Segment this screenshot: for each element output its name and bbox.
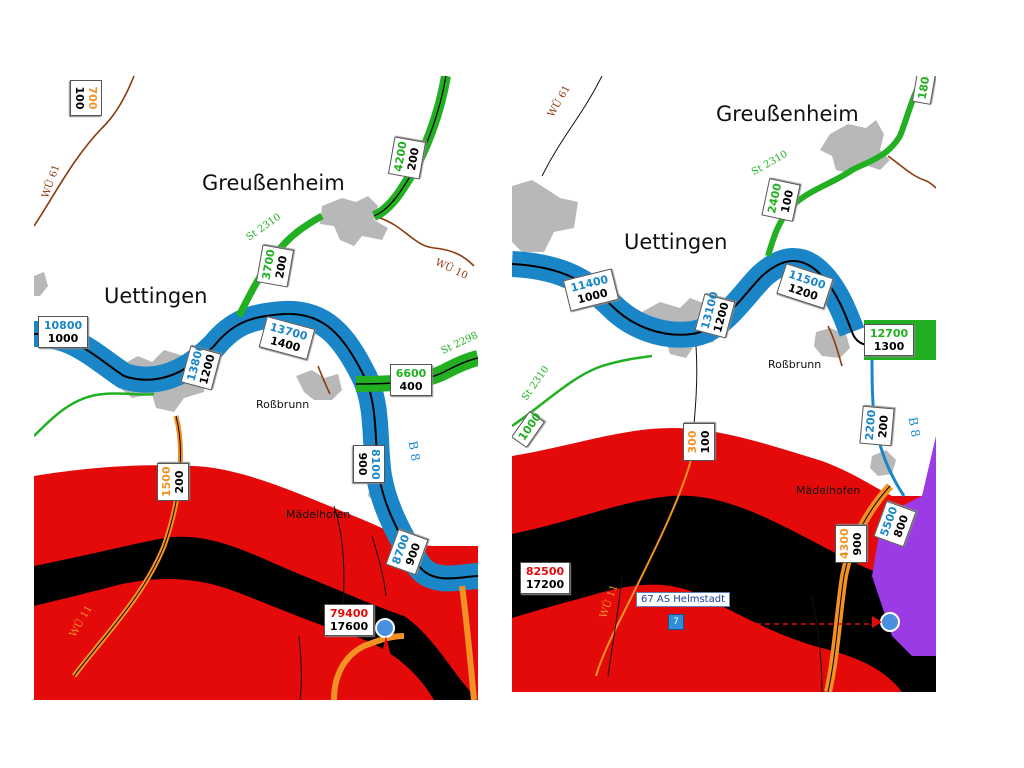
- station-marker[interactable]: [872, 612, 900, 632]
- map-panel-left[interactable]: Greußenheim Uettingen Roßbrunn Mädelhofe…: [34, 76, 478, 700]
- st2310-north-line: [373, 76, 447, 217]
- settlement-west: [512, 180, 578, 252]
- minor-road-ramp: [811, 595, 823, 692]
- minor-road-wue61: [541, 76, 603, 177]
- count-box-8100[interactable]: 8100 900: [353, 445, 385, 483]
- st2310-thin-west: [34, 392, 155, 437]
- wue10-road: [379, 217, 475, 267]
- gemeindestrassen: [595, 455, 893, 692]
- count-box-3700[interactable]: 3700 200: [255, 244, 295, 288]
- count-box-300[interactable]: 300 100: [683, 423, 715, 461]
- minor-roads: [298, 505, 387, 700]
- wue61-road: [34, 76, 135, 227]
- count-box-82500[interactable]: 82500 17200: [520, 562, 570, 594]
- count-box-4300[interactable]: 4300 900: [835, 525, 867, 563]
- town-uettingen: Uettingen: [104, 284, 208, 308]
- count-box-700[interactable]: 700 100: [70, 80, 102, 116]
- rossbrunn-spur: [827, 325, 843, 367]
- count-box-12700[interactable]: 12700 1300: [864, 324, 914, 356]
- autobahn-inner-band: [34, 536, 478, 700]
- count-box-4200[interactable]: 4200 200: [387, 136, 427, 180]
- east-ramp-band: [459, 585, 477, 700]
- rossbrunn-spur: [317, 365, 331, 395]
- map-panel-right[interactable]: Greußenheim Uettingen Roßbrunn Mädelhofe…: [512, 76, 936, 692]
- autobahn-red-lower: [34, 616, 394, 700]
- autobahn-a3: [34, 465, 478, 700]
- minor-road-2: [371, 535, 387, 597]
- kreisstrassen: [34, 76, 475, 395]
- settlement-rossbrunn: [296, 370, 342, 400]
- town-maedelhofen: Mädelhofen: [796, 484, 861, 497]
- kreisstrassen: [827, 155, 936, 367]
- b8-centerline: [512, 260, 936, 347]
- minor-road-south: [607, 575, 623, 677]
- kreis-east: [887, 155, 936, 189]
- town-greussenheim: Greußenheim: [202, 171, 345, 195]
- town-greussenheim: Greußenheim: [716, 102, 859, 126]
- minor-road-1: [333, 505, 345, 617]
- wue11-line: [73, 415, 181, 677]
- exit-ramp-band: [331, 633, 405, 700]
- settlement-greussenheim: [320, 196, 388, 246]
- town-maedelhofen: Mädelhofen: [286, 508, 351, 521]
- town-rossbrunn: Roßbrunn: [768, 358, 822, 371]
- town-uettingen: Uettingen: [624, 230, 728, 254]
- count-box-10800[interactable]: 10800 1000: [38, 316, 88, 348]
- station-sign-icon: 7: [668, 614, 684, 630]
- settlement-west: [34, 272, 48, 296]
- direction-arrow: [380, 636, 392, 660]
- count-box-79400[interactable]: 79400 17600: [324, 604, 374, 636]
- town-rossbrunn: Roßbrunn: [256, 398, 310, 411]
- wue11-thin: [595, 455, 693, 677]
- gemeindestrassen: [72, 415, 477, 700]
- staatsstrasse-st2298: [355, 350, 478, 392]
- station-label[interactable]: 67 AS Helmstadt: [636, 592, 730, 607]
- st2310-west-thin: [512, 354, 653, 428]
- st2298-line: [355, 357, 478, 385]
- direction-arrow: [872, 616, 882, 628]
- count-box-6600[interactable]: 6600 400: [390, 364, 432, 396]
- station-marker[interactable]: [375, 618, 395, 660]
- count-box-2200[interactable]: 2200 200: [859, 405, 895, 447]
- count-box-1500[interactable]: 1500 200: [157, 463, 189, 501]
- minor-road-3: [298, 635, 302, 700]
- orange-ramp-line: [827, 485, 891, 692]
